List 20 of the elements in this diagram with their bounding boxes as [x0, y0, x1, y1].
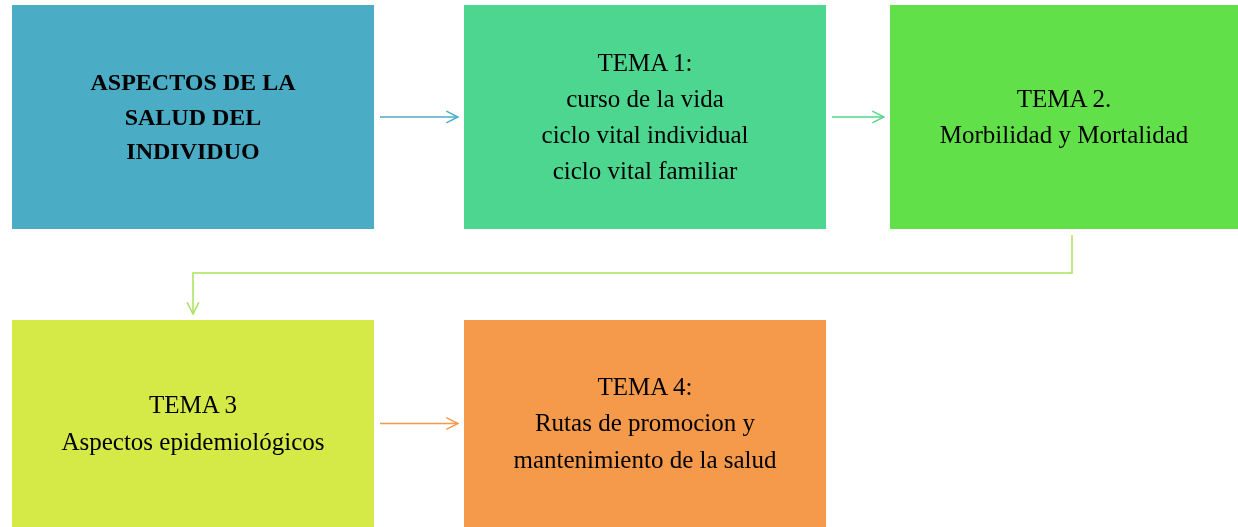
topic-text: ciclo vital individual	[541, 120, 749, 150]
topic-box	[890, 5, 1238, 229]
topic-box	[12, 320, 374, 527]
arrow	[186, 234, 1073, 315]
topic-text: Rutas de promocion y mantenimiento de la salud	[512, 408, 778, 475]
topic-title: TEMA 4:	[597, 372, 693, 403]
topic-text: Morbilidad y Mortalidad	[939, 120, 1189, 150]
arrow	[379, 110, 459, 124]
topic-title: TEMA 3	[148, 390, 238, 421]
topic-text: ASPECTOS DE LA SALUD DEL INDIVIDUO	[89, 67, 297, 167]
arrow	[831, 110, 885, 124]
topic-title: TEMA 2.	[1016, 83, 1112, 114]
topic-box	[464, 5, 826, 229]
topic-text: Aspectos epidemiológicos	[61, 426, 325, 457]
topic-title: TEMA 1:	[597, 47, 693, 78]
topic-text: curso de la vida	[566, 83, 724, 114]
topic-box	[12, 5, 374, 229]
arrow	[379, 416, 459, 431]
topic-box	[464, 320, 826, 527]
topic-text: ciclo vital familiar	[552, 156, 738, 187]
